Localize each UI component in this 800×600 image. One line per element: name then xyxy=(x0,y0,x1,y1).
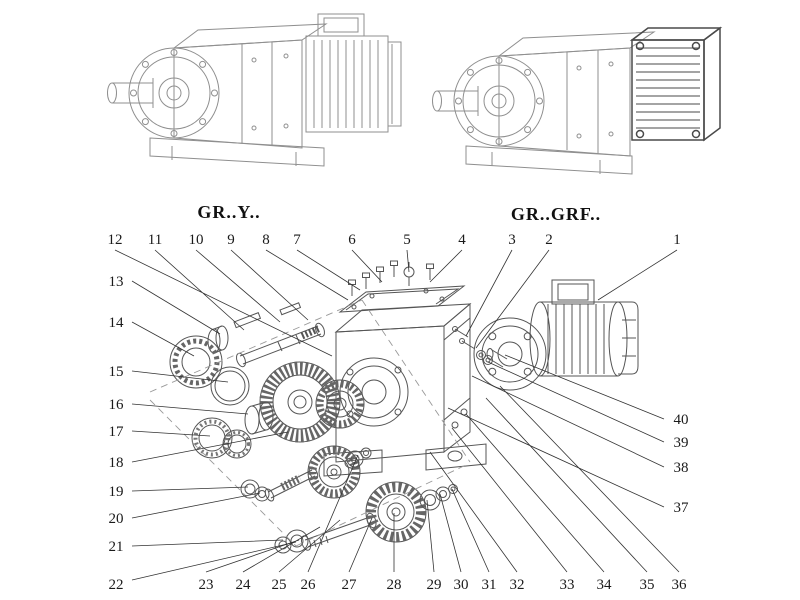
vent-plug xyxy=(403,262,415,286)
callout-8: 8 xyxy=(262,232,270,248)
callout-16: 16 xyxy=(109,397,125,413)
callout-2: 2 xyxy=(545,232,553,248)
variant-label-gr-y: GR..Y.. xyxy=(197,202,260,222)
callout-11: 11 xyxy=(148,232,162,248)
motor-flange xyxy=(473,317,547,391)
gasket-ring xyxy=(210,366,250,406)
variant-label-gr-grf: GR..GRF.. xyxy=(511,204,601,224)
callout-32: 32 xyxy=(510,577,525,593)
callout-6: 6 xyxy=(348,232,356,248)
callout-5: 5 xyxy=(403,232,411,248)
callout-26: 26 xyxy=(301,577,317,593)
electric-motor xyxy=(305,13,402,133)
assembled-view-gr-grf xyxy=(432,26,723,175)
exploded-view xyxy=(149,260,639,554)
callout-38: 38 xyxy=(674,460,689,476)
gear-housing xyxy=(172,23,328,149)
output-shaft xyxy=(432,86,479,116)
callout-24: 24 xyxy=(236,577,252,593)
leader-lines xyxy=(114,249,680,581)
secondary-gear xyxy=(315,379,365,429)
callout-13: 13 xyxy=(109,274,124,290)
motor-mount-bolts xyxy=(452,326,493,365)
callout-14: 14 xyxy=(109,315,125,331)
spacer-bushing xyxy=(244,401,274,435)
callout-34: 34 xyxy=(597,577,613,593)
callout-15: 15 xyxy=(109,364,124,380)
construction-dashed-lines xyxy=(149,299,471,547)
mounting-base xyxy=(149,137,325,167)
callout-7: 7 xyxy=(293,232,301,248)
callout-40: 40 xyxy=(674,412,689,428)
callout-19: 19 xyxy=(109,484,124,500)
callout-25: 25 xyxy=(272,577,287,593)
callout-22: 22 xyxy=(109,577,124,593)
input-shaft-assembly xyxy=(233,302,325,368)
callout-3: 3 xyxy=(508,232,516,248)
callout-10: 10 xyxy=(189,232,204,248)
large-helical-gear xyxy=(259,361,341,443)
oil-seal-ring xyxy=(169,335,223,389)
mounting-base xyxy=(465,145,633,175)
callout-20: 20 xyxy=(109,511,124,527)
callout-29: 29 xyxy=(427,577,442,593)
electric-motor-exploded xyxy=(529,279,639,377)
callout-9: 9 xyxy=(227,232,235,248)
countershaft-assembly xyxy=(240,445,372,502)
callout-23: 23 xyxy=(199,577,214,593)
callout-35: 35 xyxy=(640,577,655,593)
finned-adapter-block xyxy=(629,26,723,142)
callout-18: 18 xyxy=(109,455,124,471)
callout-31: 31 xyxy=(482,577,497,593)
assembled-view-gr-y xyxy=(107,13,402,167)
callout-27: 27 xyxy=(342,577,358,593)
callout-28: 28 xyxy=(387,577,402,593)
callout-36: 36 xyxy=(672,577,688,593)
gear-housing xyxy=(497,31,656,157)
callout-12: 12 xyxy=(108,232,123,248)
callout-33: 33 xyxy=(560,577,575,593)
callout-numbers: 12 11 10 9 8 7 6 5 4 3 2 1 13 14 15 16 1… xyxy=(108,232,690,593)
callout-30: 30 xyxy=(454,577,469,593)
callout-4: 4 xyxy=(458,232,466,248)
ball-bearing-large xyxy=(191,417,233,459)
callout-39: 39 xyxy=(674,435,689,451)
callout-17: 17 xyxy=(109,424,125,440)
callout-21: 21 xyxy=(109,539,124,555)
output-shaft xyxy=(107,78,154,108)
cover-bolts xyxy=(348,260,434,296)
callout-1: 1 xyxy=(673,232,681,248)
callout-37: 37 xyxy=(674,500,690,516)
output-shaft-assembly xyxy=(274,481,458,554)
